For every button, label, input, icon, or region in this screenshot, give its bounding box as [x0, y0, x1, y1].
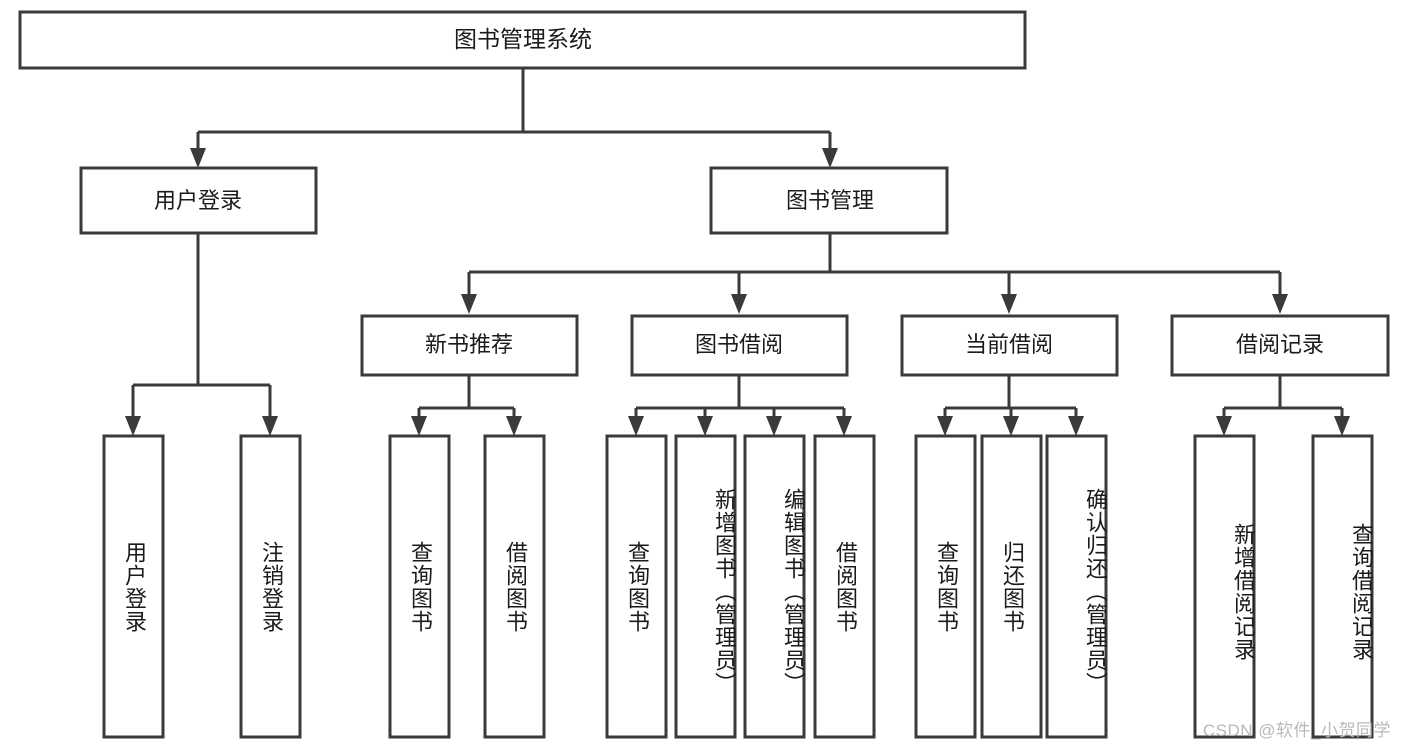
arrow-head-current-borrow	[1001, 294, 1017, 314]
arrow-head-userlogin-leaf-2	[262, 416, 278, 436]
arrow-head-bookborrow-leaf-2	[697, 416, 713, 436]
leaf-box-user-login-1[interactable]	[102, 434, 165, 739]
node-book-management[interactable]: 图书管理	[709, 166, 949, 235]
node-new-book-recommend[interactable]: 新书推荐	[360, 314, 579, 377]
node-borrow-record[interactable]: 借阅记录	[1170, 314, 1390, 377]
arrow-head-newbook-leaf-1	[411, 416, 427, 436]
node-book-borrow[interactable]: 图书借阅	[630, 314, 849, 377]
leaf-box-current-borrow-3[interactable]	[1045, 434, 1108, 739]
arrow-head-bookborrow-leaf-3	[766, 416, 782, 436]
arrow-head-book-borrow	[731, 294, 747, 314]
node-user-login-box[interactable]	[79, 166, 318, 235]
arrow-head-borrowrecord-leaf-2	[1334, 416, 1350, 436]
leaf-box-layer	[102, 434, 1374, 739]
node-current-borrow-label: 当前借阅	[965, 332, 1053, 357]
arrow-head-borrowrecord-leaf-1	[1216, 416, 1232, 436]
node-user-login-label: 用户登录	[154, 188, 242, 213]
node-new-book-recommend-box[interactable]	[360, 314, 579, 377]
node-root[interactable]: 图书管理系统	[18, 10, 1027, 70]
arrow-head-userlogin-leaf-1	[125, 416, 141, 436]
leaf-box-new-book-1[interactable]	[388, 434, 451, 739]
node-book-management-label: 图书管理	[786, 188, 874, 213]
arrow-head-user-login	[190, 148, 206, 168]
arrow-head-currentborrow-leaf-1	[937, 416, 953, 436]
node-user-login[interactable]: 用户登录	[79, 166, 318, 235]
node-current-borrow[interactable]: 当前借阅	[900, 314, 1119, 377]
arrow-head-new-book	[461, 294, 477, 314]
node-root-label: 图书管理系统	[454, 26, 592, 52]
node-borrow-record-label: 借阅记录	[1236, 332, 1324, 357]
csdn-watermark: CSDN @软件_小贺同学	[1202, 721, 1391, 740]
node-book-management-box[interactable]	[709, 166, 949, 235]
connector-layer	[125, 68, 1350, 436]
leaf-box-new-book-2[interactable]	[483, 434, 546, 739]
node-book-borrow-label: 图书借阅	[695, 332, 783, 357]
leaf-box-current-borrow-1[interactable]	[914, 434, 977, 739]
arrow-head-bookborrow-leaf-4	[836, 416, 852, 436]
leaf-box-borrow-record-1[interactable]	[1193, 434, 1256, 739]
node-new-book-recommend-label: 新书推荐	[425, 332, 513, 357]
arrow-head-currentborrow-leaf-3	[1068, 416, 1084, 436]
leaf-box-book-borrow-2[interactable]	[674, 434, 737, 739]
arrow-head-newbook-leaf-2	[506, 416, 522, 436]
node-root-box[interactable]	[18, 10, 1027, 70]
node-book-borrow-box[interactable]	[630, 314, 849, 377]
node-borrow-record-box[interactable]	[1170, 314, 1390, 377]
arrow-head-bookborrow-leaf-1	[628, 416, 644, 436]
node-current-borrow-box[interactable]	[900, 314, 1119, 377]
arrow-head-borrow-record	[1272, 294, 1288, 314]
leaf-box-book-borrow-3[interactable]	[743, 434, 806, 739]
leaf-box-user-login-2[interactable]	[239, 434, 302, 739]
leaf-box-book-borrow-1[interactable]	[605, 434, 668, 739]
leaf-box-current-borrow-2[interactable]	[980, 434, 1043, 739]
leaf-box-borrow-record-2[interactable]	[1311, 434, 1374, 739]
arrow-head-book-mgmt	[822, 148, 838, 168]
leaf-box-book-borrow-4[interactable]	[813, 434, 876, 739]
arrow-head-currentborrow-leaf-2	[1003, 416, 1019, 436]
